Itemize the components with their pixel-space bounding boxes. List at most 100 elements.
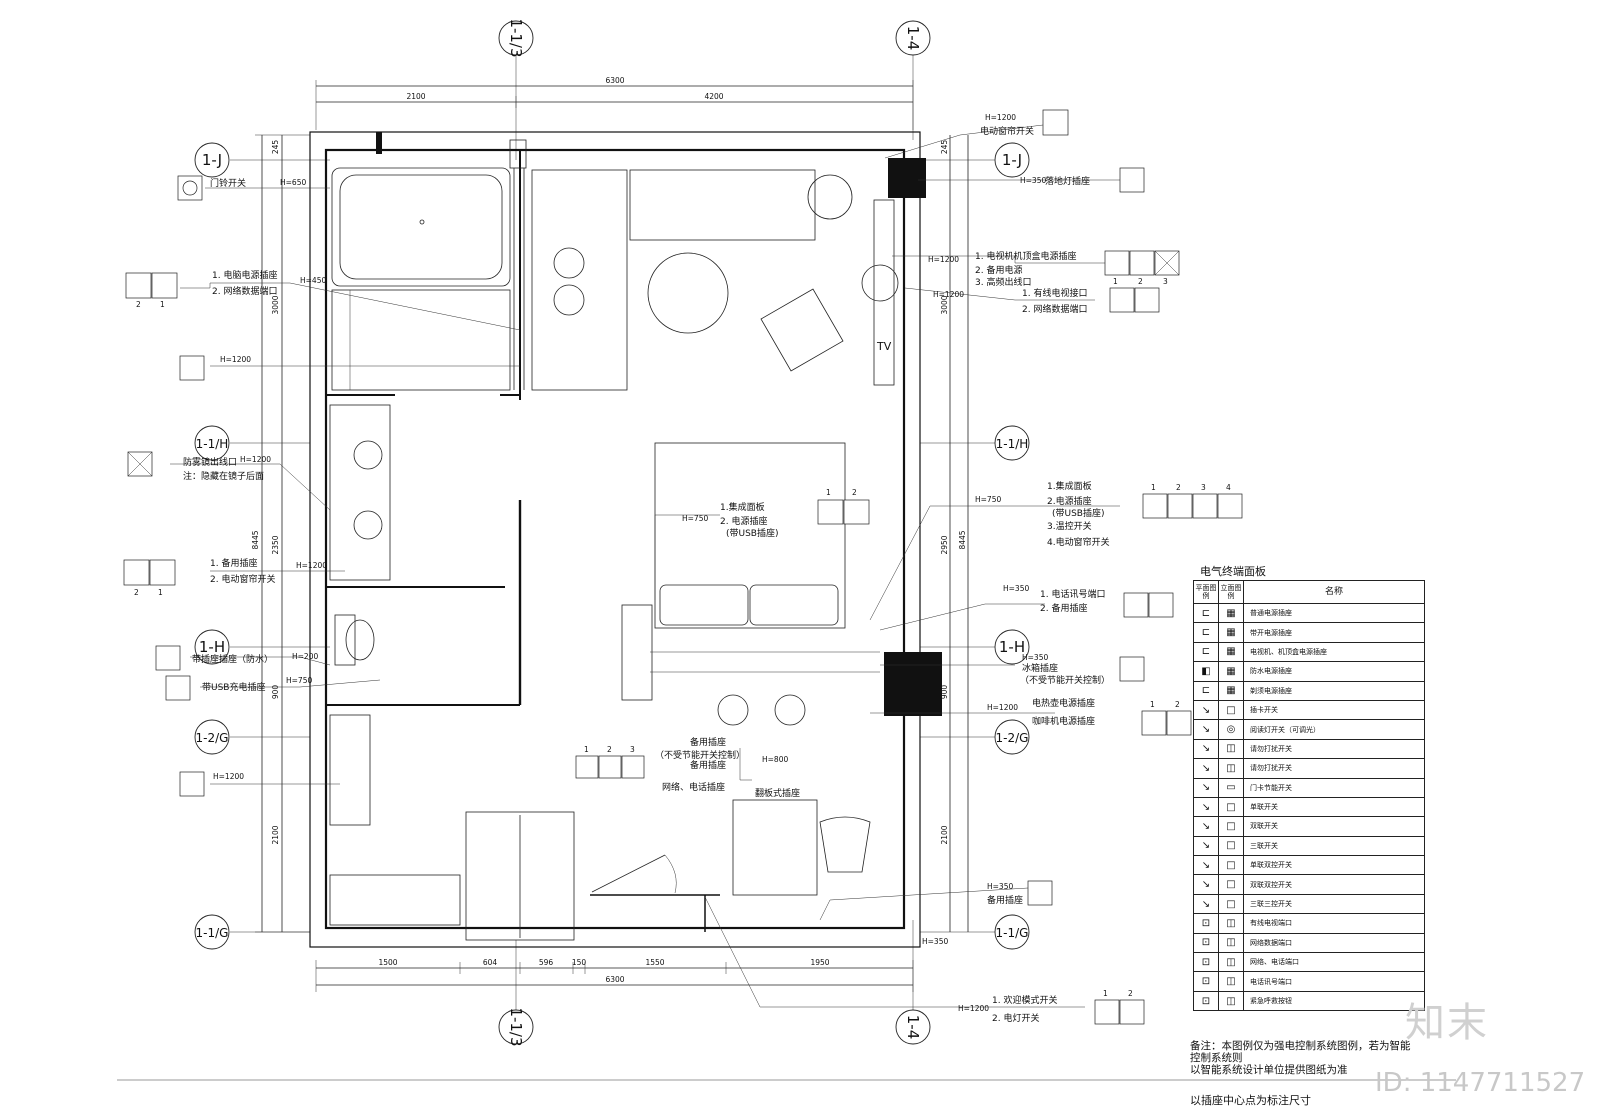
dim-left-total: 8445 xyxy=(251,530,260,549)
socket-plate xyxy=(1166,710,1192,736)
dim-bottom: 150 xyxy=(572,958,587,967)
callout-height: H=1200 xyxy=(958,1004,989,1013)
brand-id: ID: 1147711527 xyxy=(1375,1068,1586,1098)
legend-plan-symbol: ⊏ xyxy=(1194,642,1219,662)
callout-height: H=350 xyxy=(987,882,1013,891)
callout-curtain: 4.电动窗帘开关 xyxy=(1047,536,1110,548)
dim-right: 3000 xyxy=(940,295,949,314)
socket-plate xyxy=(575,755,599,779)
callout-height: H=350 xyxy=(922,937,948,946)
legend-plan-symbol: ↘ xyxy=(1194,739,1219,759)
legend-item-name: 阅读灯开关（可调光） xyxy=(1250,725,1320,734)
dim-right-total: 8445 xyxy=(958,530,967,549)
socket-plate xyxy=(1119,656,1145,682)
callout-height: H=200 xyxy=(292,652,318,661)
socket-plate xyxy=(155,645,181,671)
callout-usb: 带USB充电插座 xyxy=(202,681,265,693)
svg-text:4: 4 xyxy=(1226,483,1231,492)
legend-plan-symbol: ↘ xyxy=(1194,836,1219,856)
column-top-right xyxy=(888,158,926,198)
socket-plate xyxy=(125,272,152,299)
callout-height: H=350 xyxy=(1022,653,1048,662)
callout-bed-power: 2. 电源插座 xyxy=(720,515,767,527)
dim-left: 900 xyxy=(271,685,280,700)
callout-temp: 3.温控开关 xyxy=(1047,520,1092,532)
legend-item-name: 单联双控开关 xyxy=(1250,861,1292,870)
legend-plan-symbol: ⊏ xyxy=(1194,604,1219,623)
dim-bottom: 596 xyxy=(539,958,554,967)
legend-item-name: 普通电源插座 xyxy=(1250,609,1292,618)
legend-plan-symbol: ⊡ xyxy=(1194,953,1219,972)
legend-col-plan: 平面图例 xyxy=(1194,581,1219,603)
legend-elev-symbol: □ xyxy=(1219,875,1244,894)
legend-row: ⊡◫有线电视端口 xyxy=(1194,914,1424,934)
legend-elev-symbol: ◫ xyxy=(1219,972,1244,991)
legend-item-name: 双联双控开关 xyxy=(1250,880,1292,889)
socket-plate xyxy=(598,755,622,779)
callout-desk-net: 网络、电话插座 xyxy=(662,781,725,793)
legend-elev-symbol: ◫ xyxy=(1219,914,1244,933)
callout-cable: 1. 有线电视接口 xyxy=(1022,287,1087,299)
legend-row: ⊡◫网络、电话端口 xyxy=(1194,953,1424,973)
svg-text:1: 1 xyxy=(584,745,589,754)
dim-right: 245 xyxy=(940,140,949,155)
legend-col-name: 名称 xyxy=(1324,587,1343,597)
legend-elev-symbol: □ xyxy=(1219,700,1244,720)
legend-row: ↘◎阅读灯开关（可调光） xyxy=(1194,720,1424,740)
legend-item-name: 网络数据端口 xyxy=(1250,938,1292,947)
legend-row: ⊡◫网络数据端口 xyxy=(1194,933,1424,954)
socket-plate xyxy=(1167,493,1193,519)
usb-socket-plate xyxy=(165,675,191,701)
svg-text:1: 1 xyxy=(826,488,831,497)
callout-height: H=750 xyxy=(682,514,708,523)
socket-plate xyxy=(1192,493,1218,519)
dim-left: 2350 xyxy=(271,535,280,554)
callout-spare: 备用插座 xyxy=(987,894,1023,906)
callout-tv-hdmi: 3. 高频出线口 xyxy=(975,276,1031,288)
legend-row: ↘□插卡开关 xyxy=(1194,700,1424,721)
svg-text:2: 2 xyxy=(1128,989,1133,998)
callout-phone: 1. 电话讯号端口 xyxy=(1040,588,1105,600)
grid-label: 1-4 xyxy=(904,1015,922,1040)
legend-row: ↘▭门卡节能开关 xyxy=(1194,778,1424,798)
grid-bubble-bottom-right: 1-4 xyxy=(895,1009,931,1045)
legend-table: 平面图例 立面图例 名称 ⊏▦普通电源插座⊏▦带开电源插座⊏▦电视机、机顶盒电源… xyxy=(1193,580,1425,1012)
callout-height: H=650 xyxy=(280,178,306,187)
legend-plan-symbol: ⊡ xyxy=(1194,914,1219,933)
socket-plate xyxy=(151,272,178,299)
notes: 备注：本图例仅为强电控制系统图例，若为智能 控制系统则 以智能系统设计单位提供图… xyxy=(1190,1040,1420,1076)
legend-item-name: 带开电源插座 xyxy=(1250,628,1292,637)
tv-label: TV xyxy=(876,340,892,353)
callout-height: H=1200 xyxy=(213,772,244,781)
socket-plate xyxy=(1104,250,1130,276)
legend-item-name: 网络、电话端口 xyxy=(1250,958,1299,967)
socket-plate xyxy=(1027,880,1053,906)
callout-height: H=1200 xyxy=(985,113,1016,122)
callout-antifog: 防雾镜出线口 xyxy=(183,456,237,468)
legend-elev-symbol: ◫ xyxy=(1219,991,1244,1011)
callout-bed-usb: (带USB插座) xyxy=(726,527,779,539)
dim-left: 3000 xyxy=(271,295,280,314)
legend-col-elev: 立面图例 xyxy=(1219,581,1244,603)
brand-logo: 知末 xyxy=(1405,1000,1489,1046)
legend-elev-symbol: ▦ xyxy=(1219,604,1244,623)
socket-plate xyxy=(1134,287,1160,313)
legend-elev-symbol: ◫ xyxy=(1219,759,1244,778)
legend-row: ↘□三联开关 xyxy=(1194,836,1424,857)
socket-plate xyxy=(1119,167,1145,193)
socket-plate xyxy=(1142,493,1168,519)
legend-row: ◧▦防水电源插座 xyxy=(1194,662,1424,682)
socket-plate xyxy=(1109,287,1135,313)
legend-plan-symbol: ⊏ xyxy=(1194,681,1219,700)
callout-tv-spare: 2. 备用电源 xyxy=(975,264,1022,276)
dim-top-b: 4200 xyxy=(704,92,723,101)
legend-elev-symbol: ◫ xyxy=(1219,739,1244,759)
legend-plan-symbol: ↘ xyxy=(1194,817,1219,836)
callout-height: H=1200 xyxy=(296,561,327,570)
callout-desk-note: （不受节能开关控制） xyxy=(655,749,745,761)
grid-bubble-top-right: 1-4 xyxy=(895,20,931,56)
callout-panel: 1.集成面板 xyxy=(1047,480,1092,492)
legend-elev-symbol: □ xyxy=(1219,836,1244,856)
dim-right: 2100 xyxy=(940,825,949,844)
